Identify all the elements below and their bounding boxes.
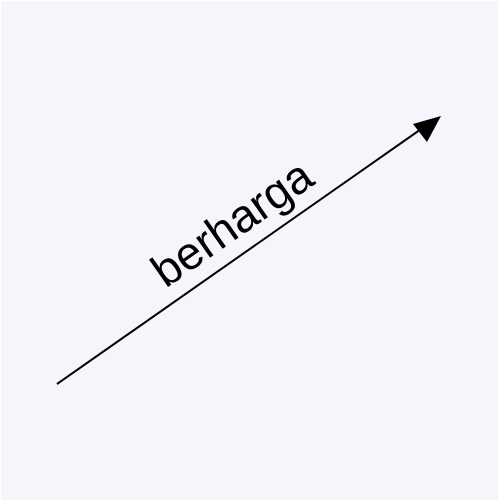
arrow-line — [56, 126, 425, 385]
arrowhead-icon — [413, 116, 441, 142]
